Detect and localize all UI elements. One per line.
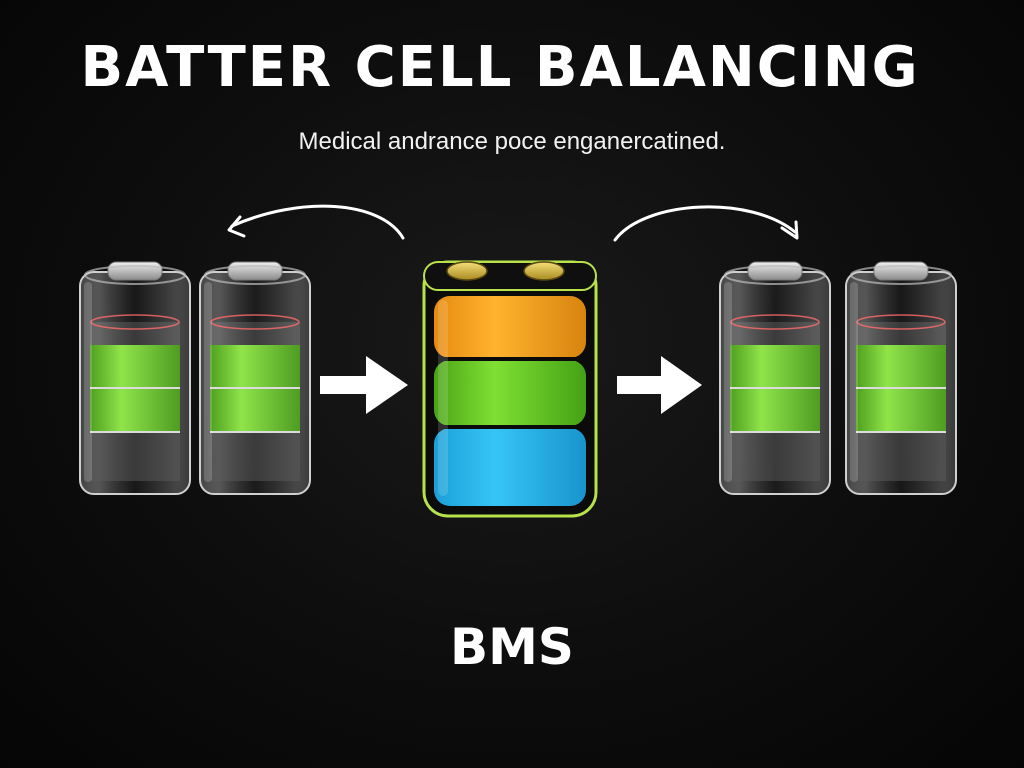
page-subtitle: Medical andrance poce enganercatined. bbox=[298, 128, 726, 155]
bms-band-orange bbox=[434, 296, 586, 358]
left-cell-group bbox=[79, 261, 311, 495]
right-cell-group bbox=[719, 261, 957, 495]
curved-arrow-icon bbox=[227, 204, 405, 240]
bms-label: BMS bbox=[450, 618, 574, 676]
right-arrow-icon bbox=[617, 356, 702, 414]
terminal-icon bbox=[446, 261, 488, 281]
bms-band-blue bbox=[434, 428, 586, 506]
bms-band-green bbox=[434, 360, 586, 426]
terminal-icon bbox=[523, 261, 565, 281]
curved-arrow-icon bbox=[613, 205, 799, 242]
bms-battery bbox=[422, 260, 598, 518]
right-arrow-icon bbox=[320, 356, 408, 414]
page-title: BATTER CELL BALANCING bbox=[80, 35, 920, 100]
left-cell-2 bbox=[199, 261, 311, 495]
right-cell-1 bbox=[719, 261, 831, 495]
right-cell-2 bbox=[845, 261, 957, 495]
left-cell-1 bbox=[79, 261, 191, 495]
